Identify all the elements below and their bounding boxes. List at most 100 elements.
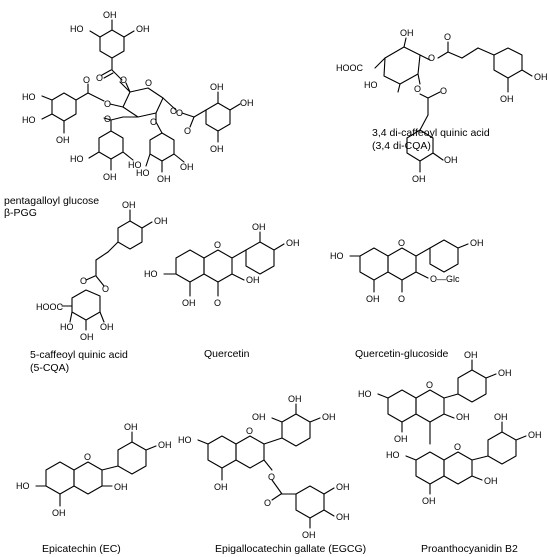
atom-oh: OH [528, 430, 542, 440]
atom-oh: OH [252, 412, 266, 422]
structure-egcg [197, 403, 335, 529]
structure-pgg [41, 19, 241, 173]
atom-o: O [426, 380, 433, 390]
atom-ho: HO [144, 269, 158, 279]
atom-oh: OH [180, 162, 194, 172]
caption-5-cqa-abbr: (5-CQA) [30, 362, 69, 374]
atom-o: O [104, 114, 111, 124]
atom-o: O [102, 284, 109, 294]
atom-o: O [440, 86, 447, 96]
atom-o: O [83, 75, 90, 85]
caption-di-cqa-name: 3,4 di-caffeoyl quinic acid [372, 127, 490, 139]
atom-o: O [214, 298, 221, 308]
atom-oh: OH [157, 174, 171, 184]
atom-oh: OH [246, 275, 260, 285]
atom-oh: OH [103, 172, 117, 182]
atom-o: O [268, 472, 275, 482]
structure-quercetin [163, 231, 285, 297]
atom-oh: OH [240, 98, 254, 108]
atom-o: O [398, 238, 405, 248]
atom-oh: OH [252, 222, 266, 232]
atom-oh: OH [336, 482, 350, 492]
atom-oh: OH [122, 200, 136, 210]
atom-oh: OH [114, 482, 128, 492]
atom-oh: OH [103, 10, 117, 20]
atom-ho: HO [128, 160, 142, 170]
atom-oh: OH [52, 508, 66, 518]
atom-ho: HO [364, 80, 378, 90]
structure-proanthocyanidin-b2 [377, 359, 527, 495]
atom-oh: OH [288, 394, 302, 404]
caption-5-cqa-name: 5-caffeoyl quinic acid [30, 349, 128, 361]
atom-oh: OH [464, 350, 478, 360]
atom-oh: OH [484, 476, 498, 486]
atom-oh: OH [394, 434, 408, 444]
atom-ho: HO [178, 435, 192, 445]
atom-o: O [150, 117, 157, 127]
atom-oh: OH [336, 512, 350, 522]
atom-oh: OH [124, 422, 138, 432]
atom-oh: OH [100, 322, 114, 332]
atom-oh: OH [500, 94, 514, 104]
atom-ho: HO [136, 168, 150, 178]
atom-o: O [264, 498, 271, 508]
atom-ho: HO [16, 481, 30, 491]
atom-hooc: HOOC [336, 63, 364, 73]
atom-ho: HO [70, 24, 84, 34]
atom-oh: OH [302, 530, 316, 540]
atom-oh: OH [56, 135, 70, 145]
atom-oh: OH [80, 332, 94, 342]
atom-o: O [145, 78, 152, 88]
atom-o: O [214, 240, 221, 250]
structure-epicatechin [35, 431, 157, 507]
atom-oh: OH [422, 496, 436, 506]
atom-o: O [184, 126, 191, 136]
caption-epicatechin: Epicatechin (EC) [42, 543, 121, 555]
caption-proanthocyanidin-b2: Proanthocyanidin B2 [421, 543, 518, 555]
atom-oh: OH [456, 412, 470, 422]
atom-oh: OH [366, 294, 380, 304]
atom-labels: OH HO OH O O O O O HO HO OH O O O O O OH… [16, 10, 548, 540]
atom-o: O [414, 84, 421, 94]
atom-o: O [84, 452, 91, 462]
atom-oh: OH [286, 238, 300, 248]
atom-ho: HO [386, 450, 400, 460]
atom-o: O [104, 99, 111, 109]
caption-quercetin: Quercetin [204, 348, 250, 360]
caption-di-cqa-abbr: (3,4 di-CQA) [372, 140, 431, 152]
atom-oh: OH [154, 216, 168, 226]
atom-oh: OH [494, 412, 508, 422]
atom-o: O [170, 106, 177, 116]
structure-di-cqa [374, 37, 533, 173]
atom-ho: HO [358, 389, 372, 399]
atom-ho: HO [22, 115, 36, 125]
atom-o: O [120, 75, 127, 85]
atom-oh: OH [214, 482, 228, 492]
caption-quercetin-glucoside: Quercetin-glucoside [355, 348, 449, 360]
atom-o: O [96, 73, 103, 83]
atom-oh: OH [470, 238, 484, 248]
atom-oh: OH [498, 368, 512, 378]
atom-hooc: HOOC [36, 302, 64, 312]
atom-oh: OH [158, 440, 172, 450]
atom-o: O [428, 53, 435, 63]
compound-captions: pentagalloyl glucose β-PGG 3,4 di-caffeo… [4, 127, 518, 555]
atom-ho: HO [330, 251, 344, 261]
atom-ho: HO [70, 154, 84, 164]
atom-ho: HO [22, 92, 36, 102]
structure-quercetin-glucoside [349, 239, 469, 293]
caption-pgg-abbr: β-PGG [4, 207, 37, 219]
atom-oh: OH [322, 412, 336, 422]
atom-oh: OH [210, 82, 224, 92]
atom-oh: OH [182, 298, 196, 308]
atom-ho: HO [60, 322, 74, 332]
atom-oh: OH [534, 72, 548, 82]
atom-oh: OH [136, 24, 150, 34]
atom-oh: OH [400, 28, 414, 38]
atom-oh: OH [210, 144, 224, 154]
atom-o: O [176, 108, 183, 118]
atom-oh: OH [412, 174, 426, 184]
atom-oh: OH [444, 155, 458, 165]
caption-pgg-name: pentagalloyl glucose [4, 195, 99, 207]
atom-glc: O—Glc [430, 274, 460, 284]
